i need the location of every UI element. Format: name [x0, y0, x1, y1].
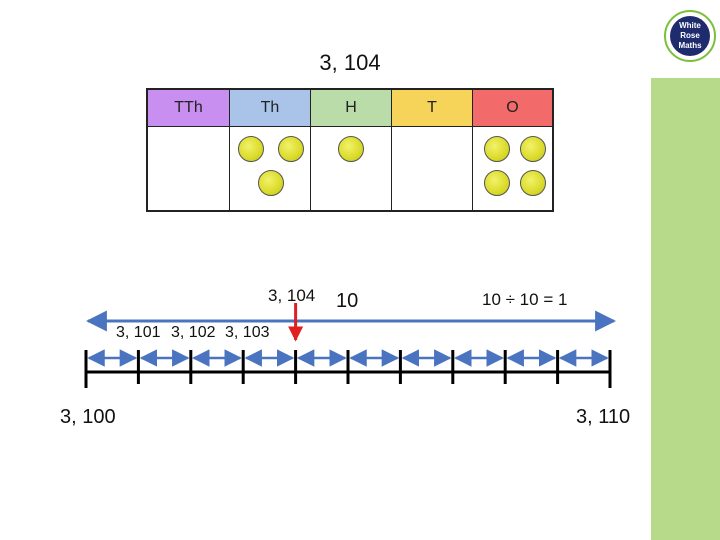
table-col-divider — [391, 126, 392, 212]
end-label: 3, 110 — [576, 406, 631, 428]
tick-label-3101: 3, 101 — [116, 324, 161, 341]
counter-th — [238, 136, 264, 162]
counter-o — [520, 136, 546, 162]
header-tth: TTh — [148, 90, 230, 126]
logo-line3: Maths — [678, 41, 702, 50]
counter-th — [258, 170, 284, 196]
counter-o — [484, 136, 510, 162]
interval-label: 10 — [336, 290, 359, 312]
header-th: Th — [230, 90, 311, 126]
header-o: O — [473, 90, 552, 126]
place-value-table: TTh Th H T O — [146, 88, 554, 212]
tick-label-3102: 3, 102 — [171, 324, 216, 341]
counter-th — [278, 136, 304, 162]
logo-line2: Rose — [680, 31, 700, 40]
table-col-divider — [472, 126, 473, 212]
table-col-divider — [310, 126, 311, 212]
counter-h — [338, 136, 364, 162]
white-rose-maths-logo: White Rose Maths — [664, 10, 716, 62]
table-col-divider — [229, 126, 230, 212]
tick-label-3103: 3, 103 — [225, 324, 270, 341]
logo-line1: White — [679, 21, 701, 30]
start-label: 3, 100 — [60, 406, 116, 428]
counter-o — [520, 170, 546, 196]
equation-label: 10 ÷ 10 = 1 — [482, 290, 568, 309]
counter-o — [484, 170, 510, 196]
side-bar — [651, 78, 720, 540]
page-title: 3, 104 — [319, 50, 381, 75]
marker-label: 3, 104 — [268, 286, 316, 305]
table-row-divider — [148, 126, 552, 127]
header-h: H — [311, 90, 392, 126]
header-t: T — [392, 90, 473, 126]
